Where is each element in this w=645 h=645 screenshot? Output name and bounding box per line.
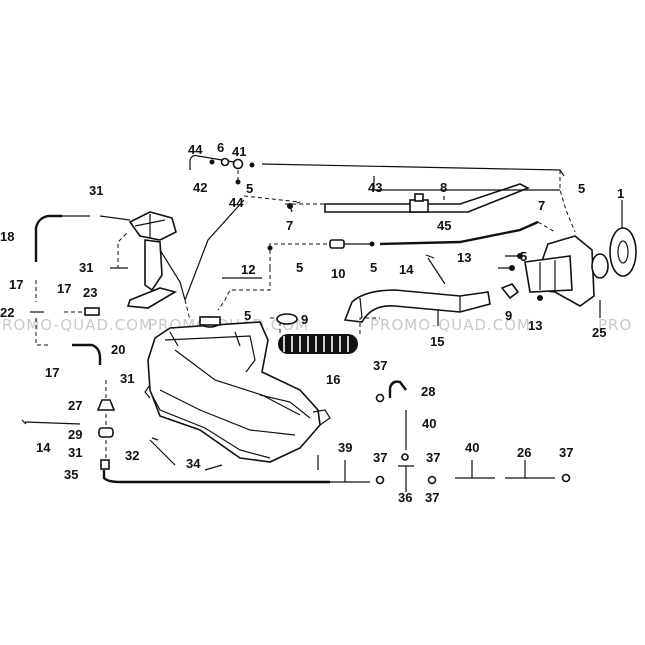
callout-37-upper: 37 — [373, 358, 387, 373]
callout-25: 25 — [592, 325, 606, 340]
callout-35: 35 — [64, 467, 78, 482]
callout-31-top: 31 — [89, 183, 103, 198]
callout-29: 29 — [68, 427, 82, 442]
watermark-group: PROMO-QUAD.COM PROMO-QUAD.COM PROMO-QUAD… — [0, 316, 632, 334]
callout-31-lower: 31 — [68, 445, 82, 460]
callout-26: 26 — [517, 445, 531, 460]
callout-5-tank: 5 — [244, 308, 251, 323]
callout-37-b: 37 — [426, 450, 440, 465]
leader-lines — [317, 176, 623, 492]
callout-31-bottom: 31 — [120, 371, 134, 386]
callout-40-horizontal: 40 — [465, 440, 479, 455]
callout-1: 1 — [617, 186, 624, 201]
watermark-right: PROMO-QUAD.COM — [370, 316, 531, 334]
lower-right-hoses — [217, 268, 571, 485]
left-hoses — [30, 214, 131, 365]
breather-hose — [285, 170, 576, 233]
callout-20: 20 — [111, 342, 125, 357]
callout-12: 12 — [241, 262, 255, 277]
callout-7-left: 7 — [286, 218, 293, 233]
bellows-hose — [270, 313, 380, 354]
callout-14-right: 14 — [399, 262, 414, 277]
callout-36: 36 — [398, 490, 412, 505]
callout-18: 18 — [0, 229, 14, 244]
vent-hose — [267, 220, 556, 268]
callout-42: 42 — [193, 180, 207, 195]
callout-7-right: 7 — [538, 198, 545, 213]
callout-5-far-right: 5 — [520, 249, 527, 264]
callout-13-top: 13 — [457, 250, 471, 265]
callout-22: 22 — [0, 305, 14, 320]
left-small-parts — [21, 380, 330, 484]
callout-5-mid-right: 5 — [370, 260, 377, 275]
callout-41: 41 — [232, 144, 246, 159]
fuel-pump — [126, 211, 191, 321]
callout-34: 34 — [186, 456, 201, 471]
callout-5-mid-left: 5 — [296, 260, 303, 275]
callout-9-right: 9 — [505, 308, 512, 323]
callout-10: 10 — [331, 266, 345, 281]
filler-neck — [343, 254, 520, 323]
callout-13-bottom: 13 — [528, 318, 542, 333]
callout-31-mid: 31 — [79, 260, 93, 275]
callout-5-right: 5 — [578, 181, 585, 196]
filler-port-assembly — [498, 227, 637, 307]
callout-44-top: 44 — [188, 142, 203, 157]
callout-17-mid: 17 — [57, 281, 71, 296]
callout-8: 8 — [440, 180, 447, 195]
callout-32: 32 — [125, 448, 139, 463]
callout-17-bottom: 17 — [45, 365, 59, 380]
callout-labels: 1 44 6 41 42 44 5 43 8 5 7 7 45 31 18 31… — [0, 140, 624, 505]
callout-37-a: 37 — [373, 450, 387, 465]
callout-44-bottom: 44 — [229, 195, 244, 210]
callout-6: 6 — [217, 140, 224, 155]
watermark-left: PROMO-QUAD.COM — [0, 316, 153, 334]
callout-40-vertical: 40 — [422, 416, 436, 431]
callout-45: 45 — [437, 218, 451, 233]
callout-17-top: 17 — [9, 277, 23, 292]
callout-16: 16 — [326, 372, 340, 387]
callout-23: 23 — [83, 285, 97, 300]
callout-5-top: 5 — [246, 181, 253, 196]
callout-43: 43 — [368, 180, 382, 195]
callout-27: 27 — [68, 398, 82, 413]
callout-9-left: 9 — [301, 312, 308, 327]
callout-37-c: 37 — [559, 445, 573, 460]
callout-28: 28 — [421, 384, 435, 399]
callout-15: 15 — [430, 334, 444, 349]
watermark-edge: PRO — [598, 316, 632, 334]
callout-14-left: 14 — [36, 440, 51, 455]
callout-39: 39 — [338, 440, 352, 455]
fuel-tank — [144, 316, 331, 463]
callout-37-d: 37 — [425, 490, 439, 505]
